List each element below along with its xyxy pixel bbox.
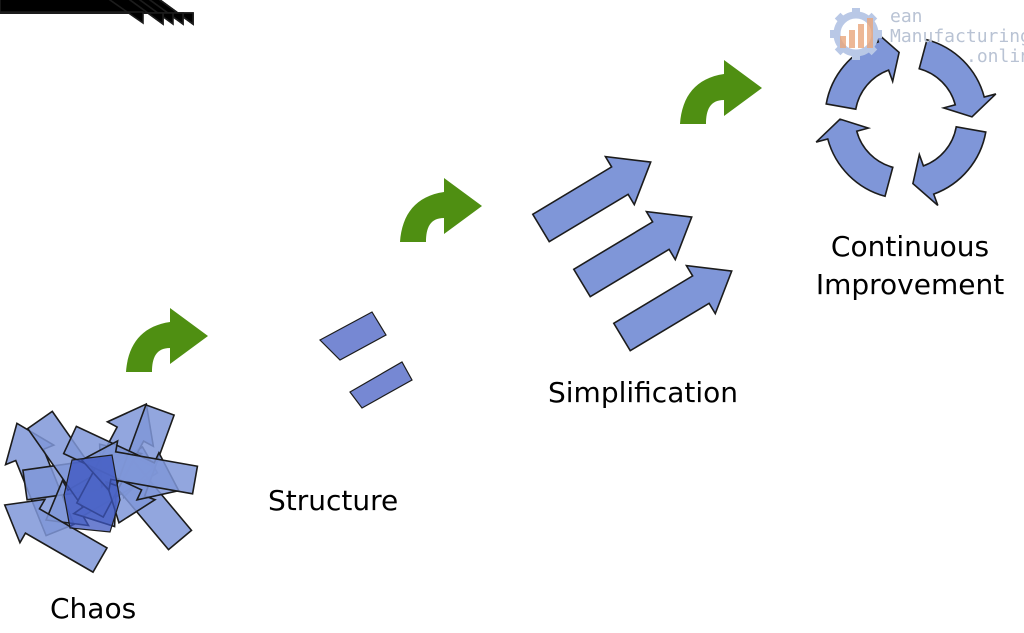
transition-arrow-1 xyxy=(126,308,208,372)
watermark-logo: ean Manufacturing .online xyxy=(826,6,1024,66)
stage-label-chaos: Chaos xyxy=(50,592,137,625)
gear-chart-icon xyxy=(830,8,882,60)
structure-overlap-region xyxy=(319,311,387,361)
chaos-overlap-region xyxy=(63,454,121,533)
stage-label-structure: Structure xyxy=(268,484,399,517)
watermark-text-2: Manufacturing xyxy=(890,26,1024,47)
cycle-arrow-top-right xyxy=(918,38,997,118)
#7f96d8 xyxy=(0,0,144,25)
watermark-text-1: ean xyxy=(890,6,923,27)
chaos-arrow xyxy=(3,498,109,574)
simplification-arrow xyxy=(531,155,652,243)
simplification-arrow xyxy=(572,210,693,298)
structure-arrows xyxy=(0,0,413,409)
transition-arrow-2 xyxy=(400,178,482,242)
simplification-arrows xyxy=(531,155,733,352)
transition-arrows xyxy=(126,60,762,372)
structure-overlap-region xyxy=(349,361,413,409)
watermark-text-3: .online xyxy=(966,46,1024,67)
stage-label-ci-line-2: Improvement xyxy=(815,268,1005,301)
cycle-arrow-bottom-left xyxy=(815,118,894,198)
chaos-arrows xyxy=(3,402,199,574)
gear-ring xyxy=(833,11,879,57)
stage-label-continuous-improvement: Continuous Improvement xyxy=(800,228,1020,304)
transition-arrow-3 xyxy=(680,60,762,124)
stage-label-ci-line-1: Continuous xyxy=(830,230,990,263)
cycle-arrow-bottom-right xyxy=(912,125,987,206)
simplification-arrow xyxy=(612,264,733,352)
continuous-improvement-cycle xyxy=(815,30,997,206)
stage-label-simplification: Simplification xyxy=(548,376,738,409)
